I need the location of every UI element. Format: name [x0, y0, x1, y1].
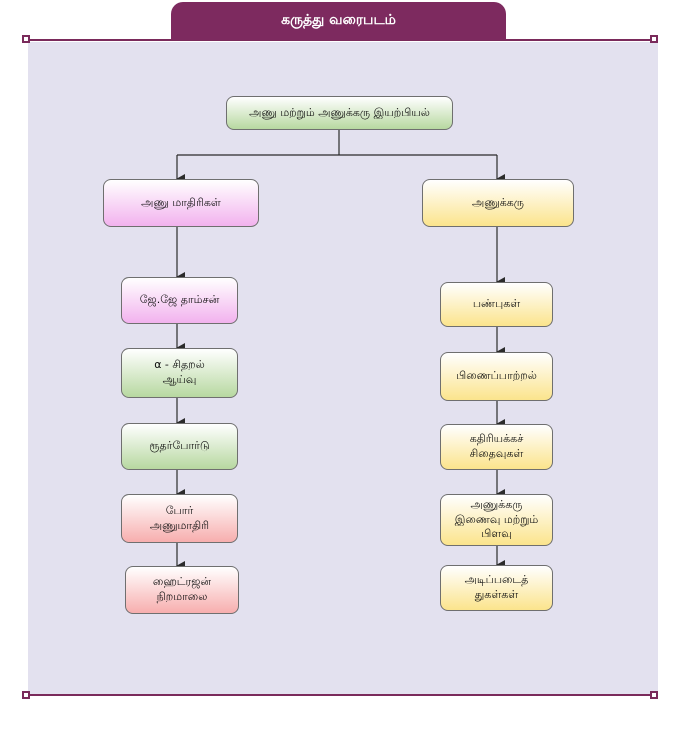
bottom-rule [30, 694, 652, 696]
node-thomson: ஜே.ஜே தாம்சன் [121, 277, 238, 324]
corner-square [650, 35, 658, 43]
node-nucleus: அணுக்கரு [422, 179, 574, 227]
node-atom-models: அணு மாதிரிகள் [103, 179, 259, 227]
corner-square [22, 691, 30, 699]
node-properties: பண்புகள் [440, 282, 553, 327]
top-rule [30, 39, 652, 41]
node-root: அணு மற்றும் அணுக்கரு இயற்பியல் [226, 96, 453, 130]
node-rutherford: ரூதர்போர்டு [121, 423, 238, 470]
node-bohr-model: போர் அணுமாதிரி [121, 494, 238, 543]
node-alpha-scattering: α - சிதறல் ஆய்வு [121, 348, 238, 398]
page-title: கருத்து வரைபடம் [171, 2, 506, 40]
node-hydrogen-spectrum: ஹைட்ரஜன் நிறமாலை [125, 566, 239, 614]
corner-square [22, 35, 30, 43]
node-elementary-particles: அடிப்படைத் துகள்கள் [440, 565, 553, 611]
corner-square [650, 691, 658, 699]
node-binding-energy: பிணைப்பாற்றல் [440, 352, 553, 401]
node-radioactive-decay: கதிரியக்கச் சிதைவுகள் [440, 424, 553, 470]
node-fusion-fission: அணுக்கரு இணைவு மற்றும் பிளவு [440, 494, 553, 546]
